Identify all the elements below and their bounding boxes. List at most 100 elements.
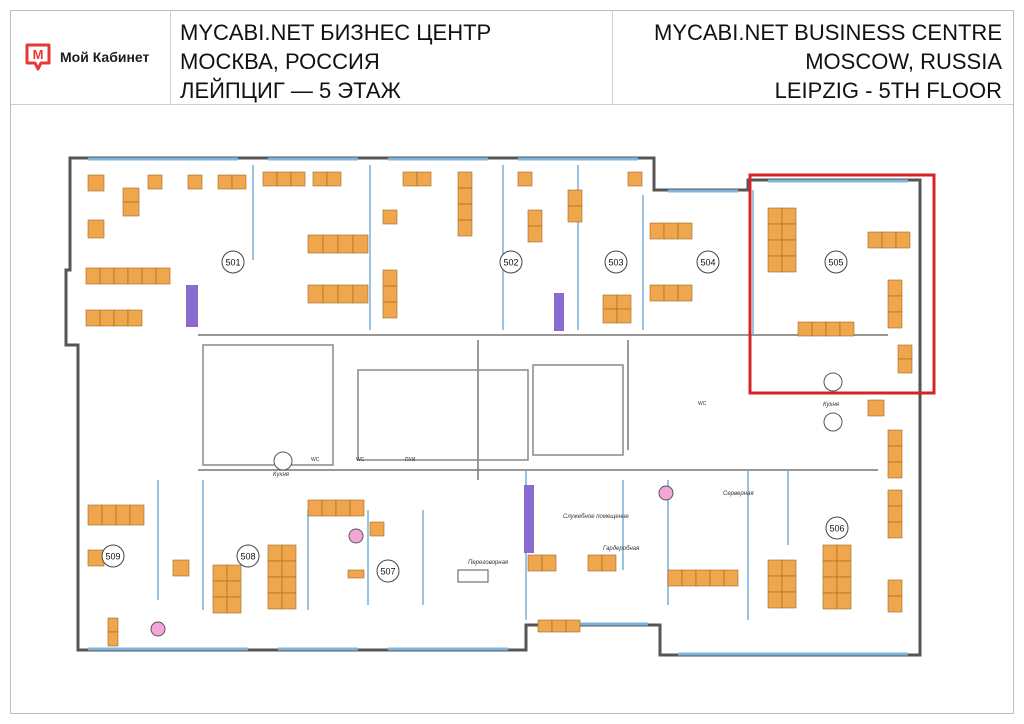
- kitchen-table: [823, 372, 843, 392]
- desk: [85, 309, 101, 327]
- desk: [836, 560, 852, 578]
- desk: [281, 592, 297, 610]
- room-number-label: 506: [829, 524, 844, 534]
- desk: [781, 255, 797, 273]
- room-number-badge: [101, 544, 125, 568]
- desk: [281, 576, 297, 594]
- desk: [312, 171, 328, 187]
- desk: [567, 189, 583, 207]
- desk: [337, 234, 354, 254]
- room-number-badge: [604, 250, 628, 274]
- desks: [85, 171, 913, 647]
- room-number-label: 509: [105, 552, 120, 562]
- desk: [527, 209, 543, 227]
- desk: [322, 234, 339, 254]
- desk: [212, 564, 228, 582]
- desk: [887, 489, 903, 507]
- desk: [382, 209, 398, 225]
- desk: [122, 201, 140, 217]
- desk: [839, 321, 855, 337]
- desk: [326, 171, 342, 187]
- kitchen-table: [273, 451, 293, 471]
- title-russian: MYCABI.NET БИЗНЕС ЦЕНТР МОСКВА, РОССИЯ Л…: [180, 18, 491, 105]
- room-number-label: 503: [608, 258, 623, 268]
- meeting-table: [457, 569, 489, 583]
- desk: [887, 521, 903, 539]
- desk: [212, 596, 228, 614]
- desk: [416, 171, 432, 187]
- room-number-label: 508: [240, 552, 255, 562]
- title-ru-line: MYCABI.NET БИЗНЕС ЦЕНТР: [180, 20, 492, 45]
- pui-label: ПУИ: [405, 457, 416, 463]
- desk: [113, 267, 129, 285]
- desk: [767, 223, 783, 241]
- desk: [537, 619, 553, 633]
- desk: [101, 504, 117, 526]
- room-number-badge: [824, 250, 848, 274]
- desk: [781, 223, 797, 241]
- desk: [141, 267, 157, 285]
- desk: [267, 576, 283, 594]
- desk: [402, 171, 418, 187]
- desk: [781, 559, 797, 577]
- desk: [267, 560, 283, 578]
- desk: [836, 592, 852, 610]
- header-divider: [10, 104, 1014, 105]
- meeting-room-label: Переговорная: [468, 560, 509, 566]
- desk: [85, 267, 101, 285]
- desk: [155, 267, 171, 285]
- desk: [602, 294, 618, 310]
- logo-mark: М: [33, 47, 44, 62]
- stair-core-left: [202, 344, 334, 466]
- desk: [129, 504, 145, 526]
- desk: [541, 554, 557, 572]
- desk: [551, 619, 567, 633]
- desk: [307, 284, 324, 304]
- desk: [347, 569, 365, 579]
- desk: [335, 499, 351, 517]
- title-en-line: MYCABI.NET BUSINESS CENTRE: [654, 20, 1002, 45]
- desk: [321, 499, 337, 517]
- desk: [517, 171, 533, 187]
- purple-partition: [524, 485, 534, 553]
- desk: [677, 284, 693, 302]
- desk: [457, 187, 473, 205]
- desk: [352, 284, 369, 304]
- desk: [115, 504, 131, 526]
- desk: [113, 309, 129, 327]
- desk: [226, 596, 242, 614]
- desk: [781, 575, 797, 593]
- desk: [457, 203, 473, 221]
- title-en-line: LEIPZIG - 5TH FLOOR: [774, 78, 1002, 103]
- desk: [887, 279, 903, 297]
- windows-bottom: [88, 622, 908, 656]
- desk: [276, 171, 292, 187]
- kitchen-table: [823, 412, 843, 432]
- wc-label: WC: [698, 401, 707, 407]
- desk: [677, 222, 693, 240]
- corridor-walls: [198, 334, 888, 480]
- desk: [767, 559, 783, 577]
- desk: [457, 219, 473, 237]
- desk: [709, 569, 725, 587]
- desk: [781, 207, 797, 225]
- desk: [352, 234, 369, 254]
- room-number-badge: [236, 544, 260, 568]
- desk: [649, 284, 665, 302]
- desk: [695, 569, 711, 587]
- desk: [565, 619, 581, 633]
- page-border: [10, 10, 1014, 714]
- desk: [667, 569, 683, 587]
- server-label: Серверная: [723, 491, 754, 497]
- desk: [99, 309, 115, 327]
- desk: [601, 554, 617, 572]
- room-number-label: 504: [700, 258, 715, 268]
- windows-top: [88, 157, 908, 193]
- desk: [767, 575, 783, 593]
- desk: [281, 560, 297, 578]
- desk: [887, 461, 903, 479]
- desk: [602, 308, 618, 324]
- desk: [723, 569, 739, 587]
- desk: [231, 174, 247, 190]
- desk: [811, 321, 827, 337]
